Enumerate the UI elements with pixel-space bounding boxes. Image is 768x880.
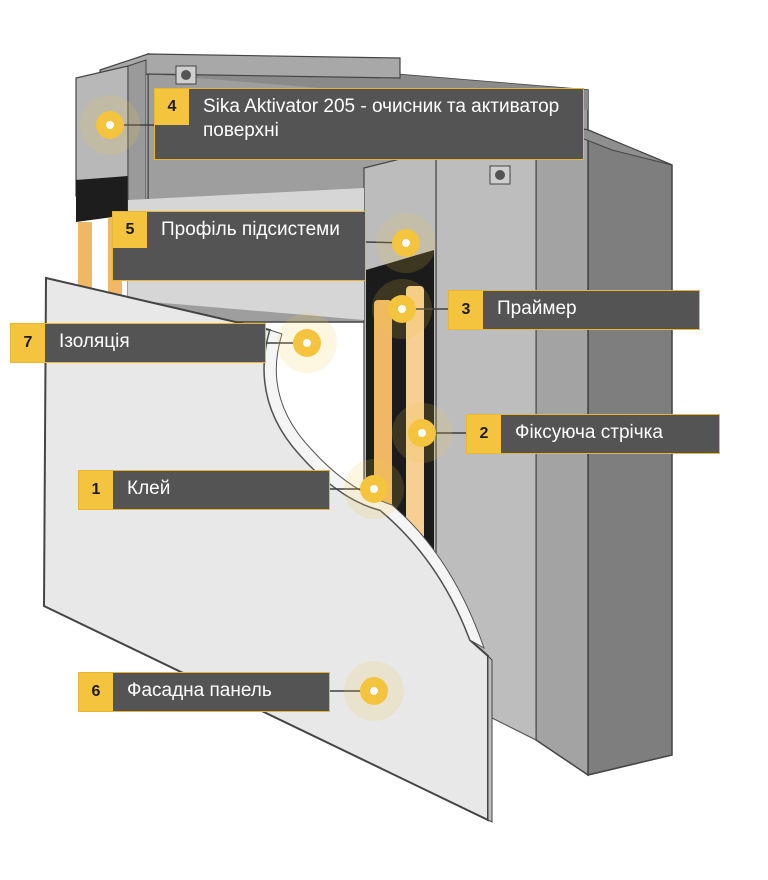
label-number: 7: [11, 324, 45, 362]
label-number: 3: [449, 291, 483, 329]
label-glue: 1 Клей: [78, 470, 330, 510]
label-insulation: 7 Ізоляція: [10, 323, 266, 363]
label-text: Профіль підсистеми: [161, 219, 340, 240]
label-subsystem-profile: 5 Профіль підсистеми: [112, 211, 366, 281]
label-text: Клей: [127, 478, 171, 499]
marker-icon: [96, 111, 436, 705]
bracket-holes: [175, 65, 511, 185]
label-text: Праймер: [497, 298, 577, 319]
label-fixing-tape: 2 Фіксуюча стрічка: [466, 414, 720, 454]
label-primer: 3 Праймер: [448, 290, 700, 330]
label-text: Фасадна панель: [127, 680, 272, 701]
label-number: 1: [79, 471, 113, 509]
label-number: 2: [467, 415, 501, 453]
label-sika-aktivator: 4 Sika Aktivator 205 - очисник та актива…: [154, 88, 584, 160]
label-number: 6: [79, 673, 113, 711]
label-number: 4: [155, 89, 189, 125]
label-text: Фіксуюча стрічка: [515, 422, 663, 443]
label-facade-panel: 6 Фасадна панель: [78, 672, 330, 712]
label-number: 5: [113, 212, 147, 248]
label-text: Ізоляція: [59, 331, 130, 352]
label-text: Sika Aktivator 205 - очисник та активато…: [203, 96, 560, 141]
